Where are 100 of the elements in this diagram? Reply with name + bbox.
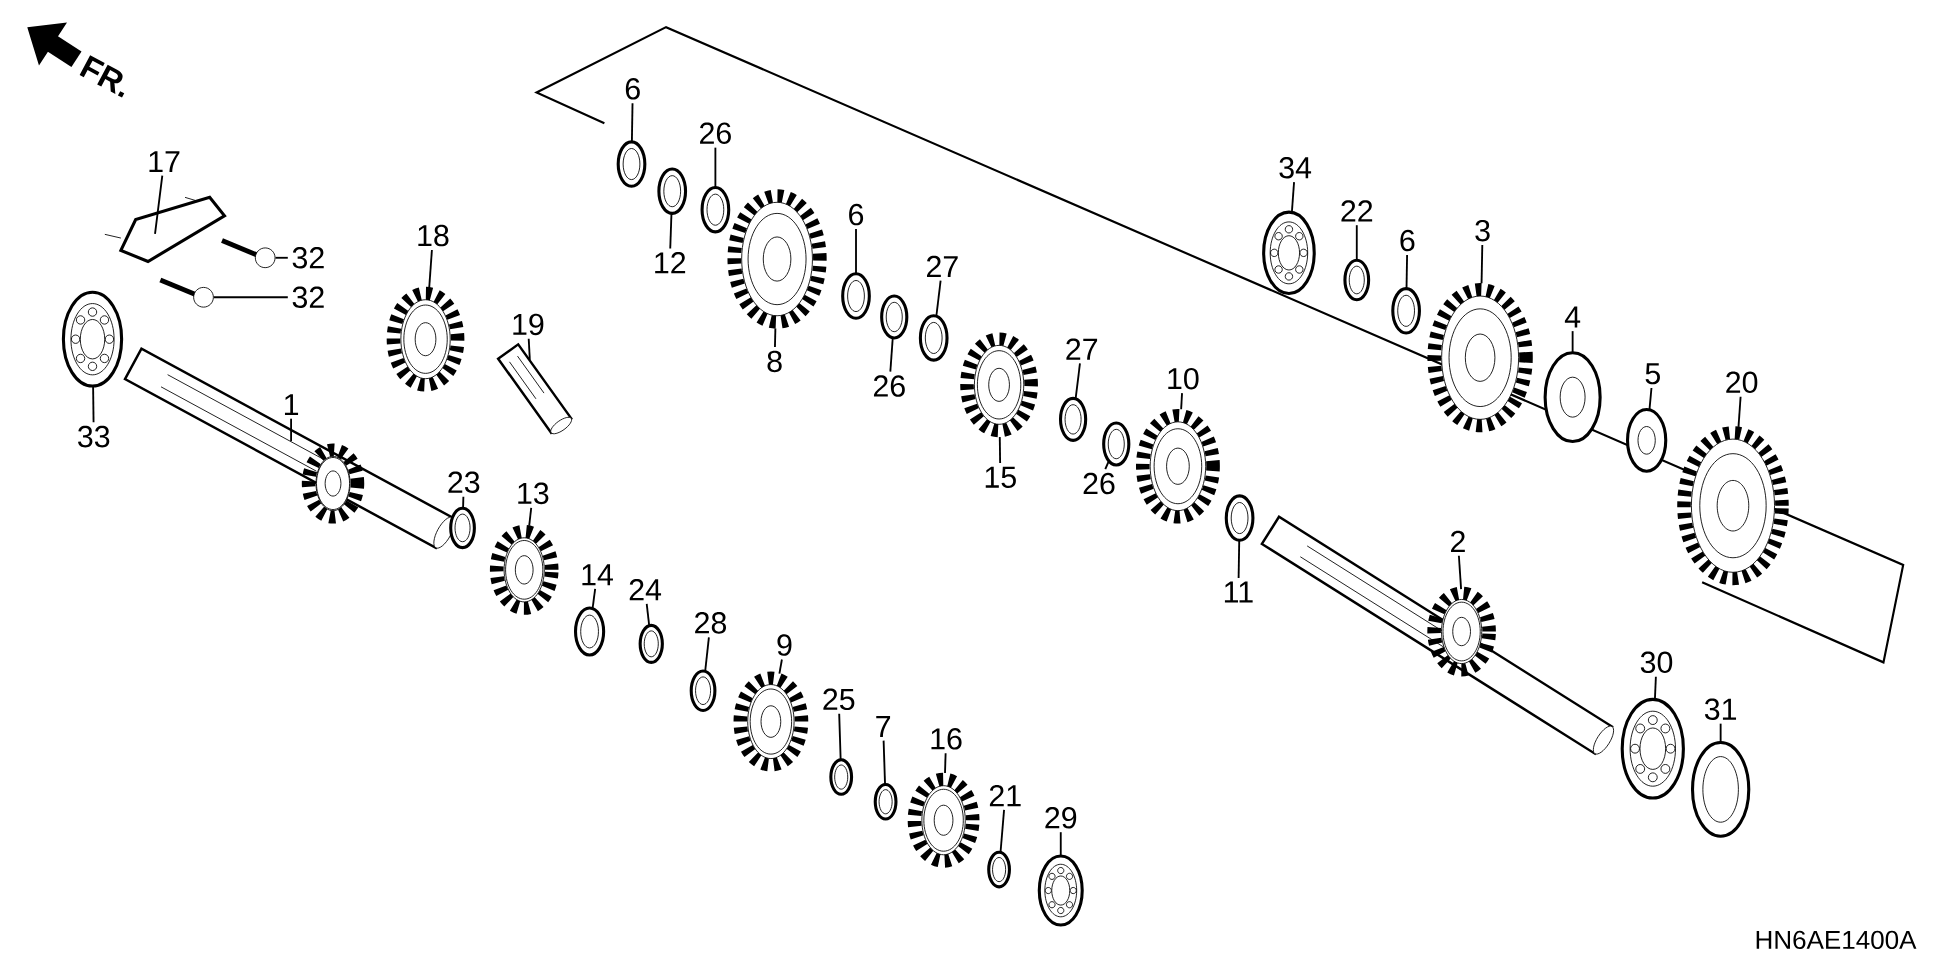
washer	[1691, 741, 1751, 838]
leader-line	[462, 495, 465, 509]
callout-number: 16	[931, 728, 962, 750]
washer	[1058, 396, 1088, 442]
leader-line	[1654, 675, 1657, 701]
leader-line	[630, 102, 634, 143]
callout-number: 9	[777, 634, 792, 656]
leader-line	[528, 507, 533, 527]
callout-number: 30	[1640, 651, 1673, 674]
callout-number: 26	[1083, 472, 1115, 495]
leader-line	[855, 228, 857, 275]
washer	[1343, 258, 1371, 302]
leader-line	[527, 338, 531, 361]
callout-number: 8	[767, 350, 782, 373]
callout-number: 29	[1045, 807, 1077, 829]
callout-number: 13	[518, 482, 549, 505]
leader-line	[998, 436, 1002, 465]
washer	[829, 758, 854, 796]
callout-number: 25	[823, 688, 855, 711]
gear	[960, 332, 1038, 438]
washer	[841, 272, 871, 320]
callout-number: 22	[1341, 200, 1373, 222]
bearing	[1037, 854, 1084, 927]
callout-number: 27	[1066, 338, 1098, 360]
collar	[1626, 408, 1668, 473]
leader-line	[1355, 224, 1358, 261]
leader-line	[1290, 181, 1295, 214]
reference-code: HN6AE1400A	[1756, 930, 1917, 950]
callout-number: 24	[629, 579, 662, 601]
washer	[689, 669, 717, 713]
leader-line	[645, 603, 651, 627]
callout-number: 19	[513, 313, 544, 336]
bolt	[159, 277, 214, 308]
washer	[1391, 287, 1421, 335]
leader-line	[714, 146, 717, 189]
callout-number: 31	[1704, 698, 1737, 721]
leader-line	[669, 212, 673, 250]
callout-number: 14	[582, 564, 613, 586]
leader-line	[591, 588, 597, 610]
callout-number: 33	[78, 426, 110, 448]
callout-number: 32	[292, 286, 324, 309]
leader-line	[774, 327, 777, 348]
callout-number: 26	[873, 375, 905, 397]
washer	[700, 186, 731, 234]
leader-line	[290, 417, 292, 443]
washer	[873, 783, 898, 821]
gear	[1677, 426, 1789, 586]
callout-number: 2	[1451, 530, 1465, 553]
callout-number: 12	[655, 252, 686, 274]
callout-number: 7	[876, 716, 891, 738]
leader-line	[274, 256, 289, 259]
bearing	[1262, 210, 1316, 296]
leader-line	[999, 809, 1005, 854]
callout-number: 6	[1400, 229, 1415, 252]
callout-number: 17	[149, 151, 180, 173]
callout-number: 18	[418, 224, 449, 247]
collar	[1543, 351, 1602, 444]
leader-line	[1104, 460, 1110, 471]
gear	[489, 524, 559, 615]
leader-line	[1571, 330, 1574, 354]
washer	[638, 623, 664, 664]
gear	[1136, 409, 1220, 524]
leader-line	[1059, 831, 1062, 857]
leader-line	[1457, 554, 1463, 591]
washer	[880, 294, 909, 340]
washer	[1102, 421, 1131, 467]
callout-number: 4	[1564, 306, 1581, 328]
callout-number: 34	[1279, 157, 1312, 179]
callout-number: 10	[1168, 368, 1199, 390]
leader-line	[704, 636, 710, 672]
callout-number: 6	[849, 203, 864, 226]
direction-label: FR.	[79, 55, 125, 98]
washer	[574, 606, 606, 657]
callout-number: 32	[292, 247, 324, 269]
bearing	[1620, 697, 1685, 800]
leader-line	[882, 739, 886, 786]
callout-number: 3	[1475, 220, 1490, 242]
leader-line	[778, 658, 783, 675]
callout-number: 26	[700, 122, 731, 145]
leader-line	[1648, 387, 1653, 411]
leader-line	[1480, 244, 1484, 285]
bearing	[61, 290, 124, 388]
bracket	[104, 195, 227, 264]
leader-line	[212, 296, 289, 299]
leader-line	[1237, 539, 1241, 579]
gear	[1427, 283, 1533, 433]
leader-line	[92, 385, 95, 424]
callout-number: 15	[985, 466, 1016, 489]
callout-number: 11	[1224, 581, 1253, 603]
gear	[733, 671, 809, 772]
pin	[496, 342, 573, 435]
gear	[907, 772, 980, 868]
leader-line	[935, 279, 942, 317]
washer	[918, 314, 949, 362]
washer	[616, 140, 647, 188]
callout-number: 6	[625, 78, 640, 100]
callout-number: 21	[989, 785, 1021, 807]
leader-line	[1405, 254, 1408, 290]
callout-number: 20	[1726, 371, 1758, 394]
callout-number: 27	[927, 255, 958, 278]
